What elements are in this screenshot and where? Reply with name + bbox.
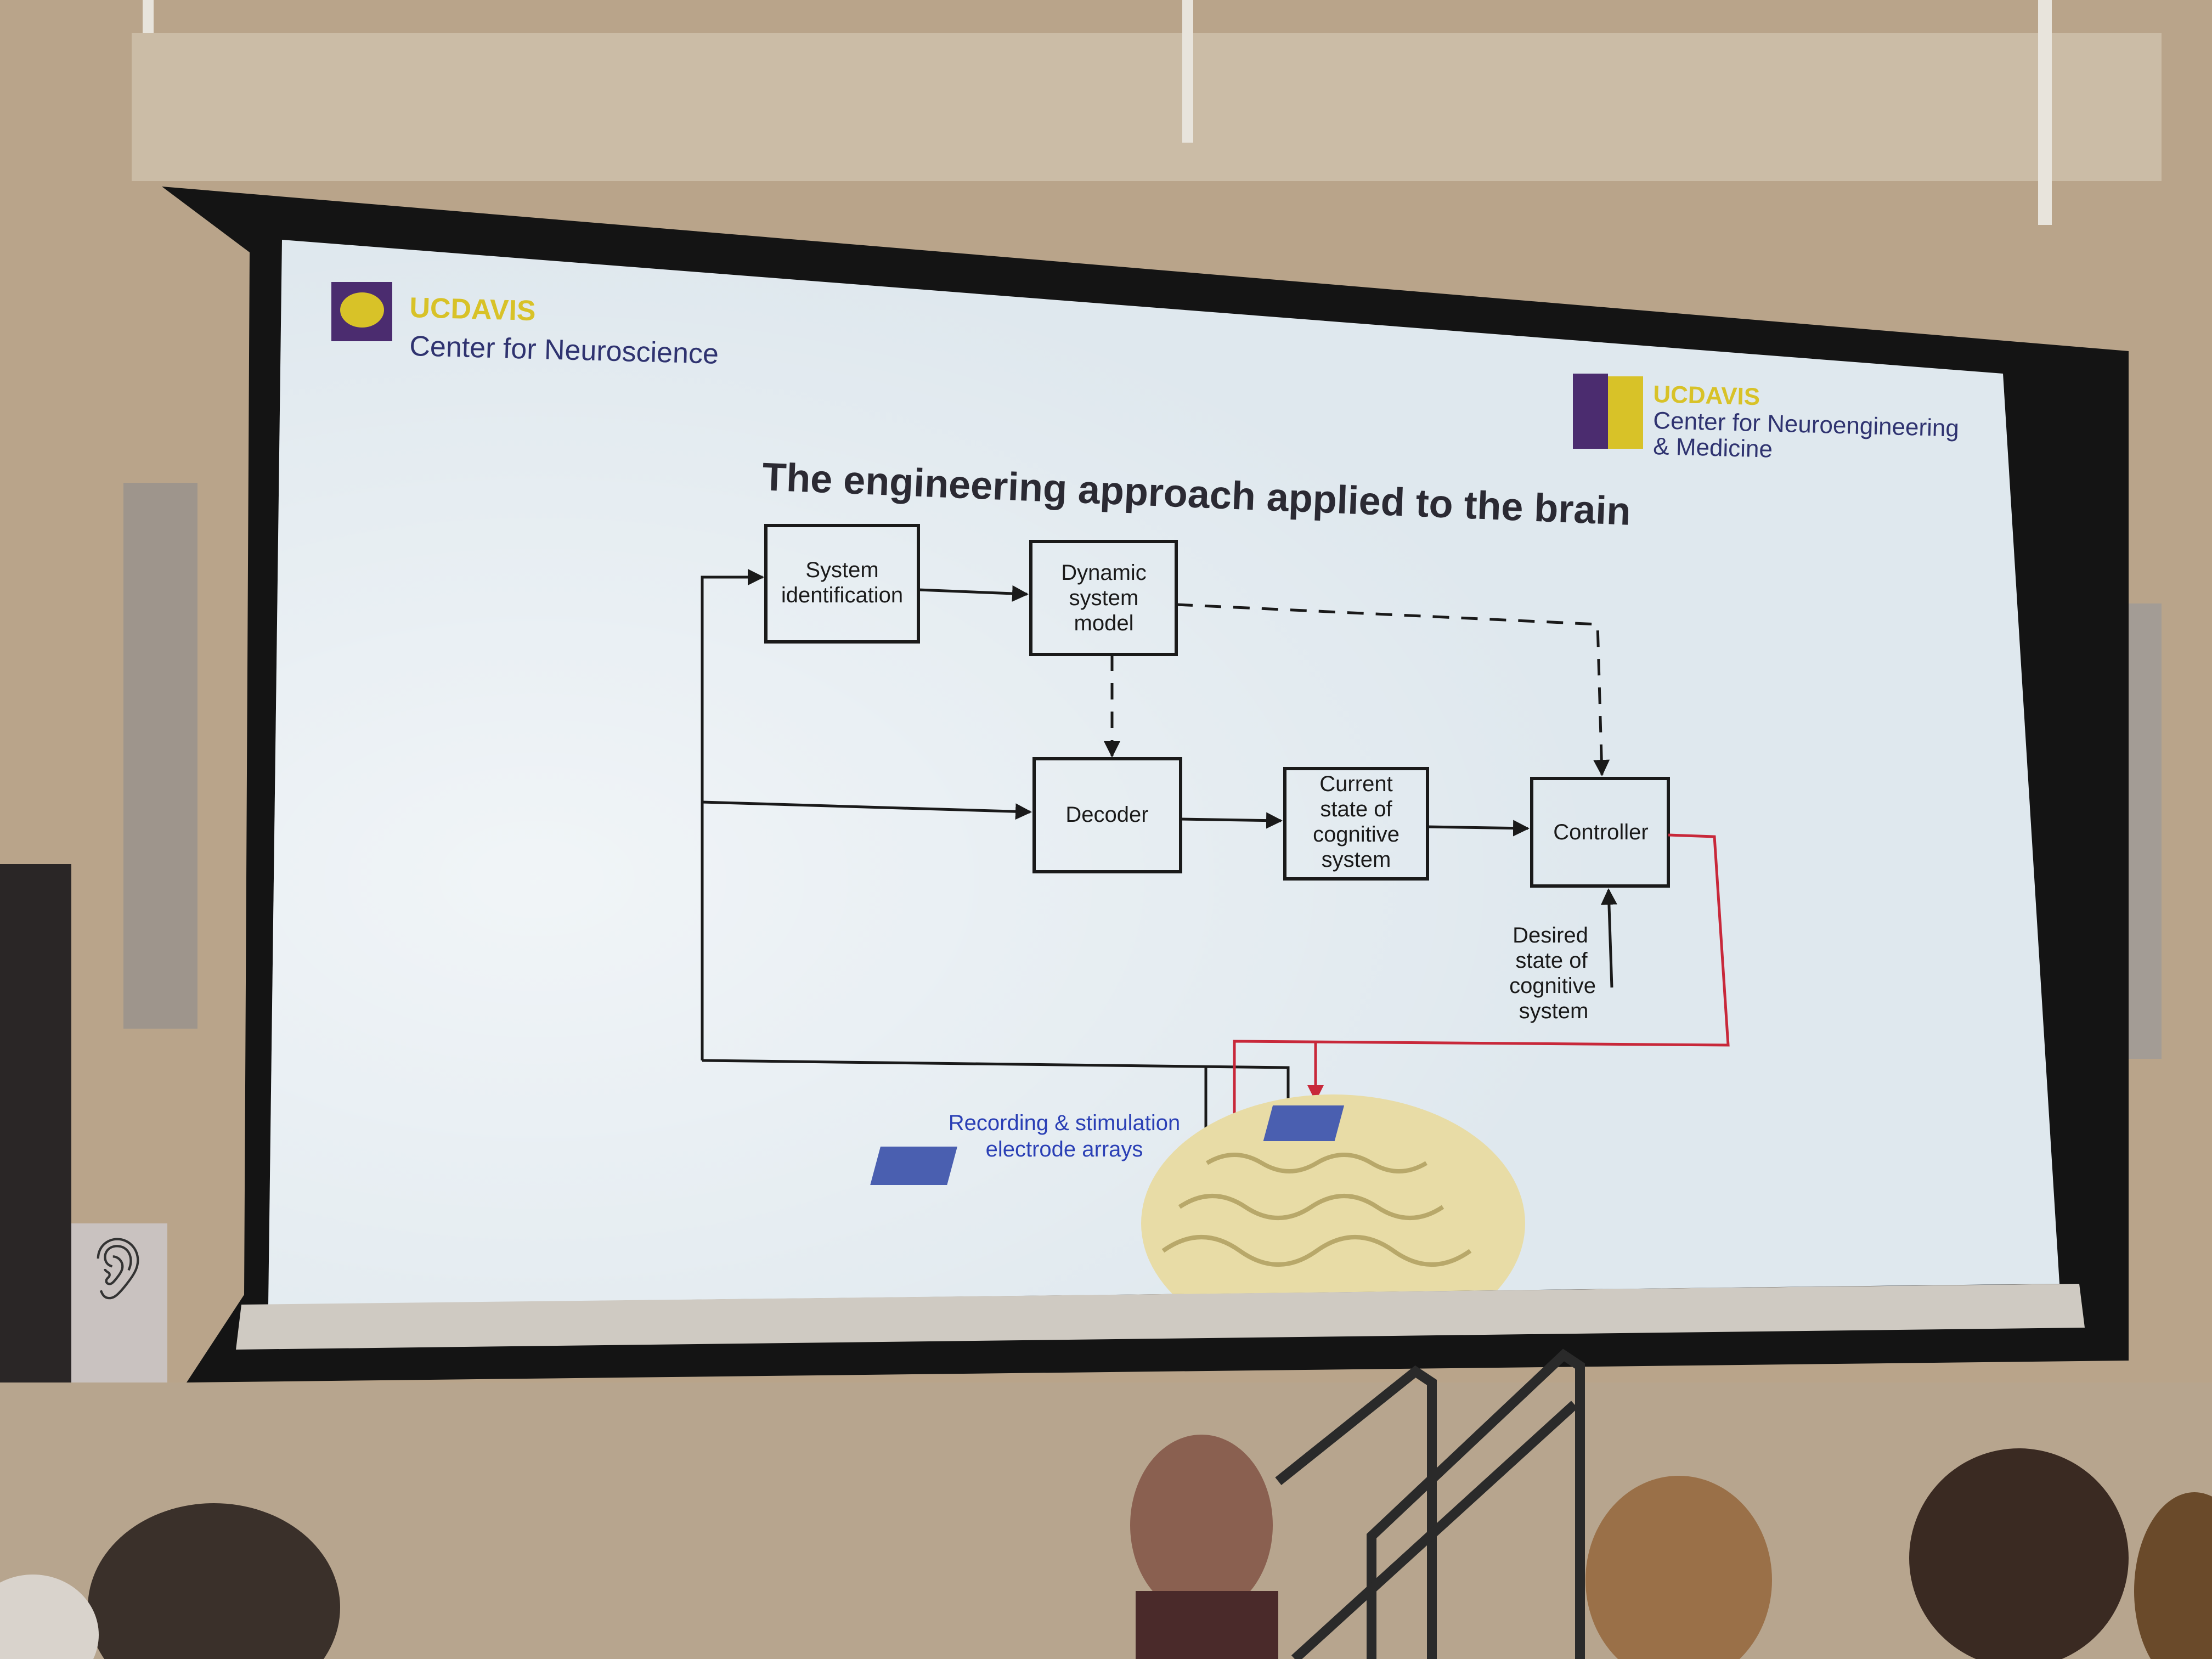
ucdavis-neuroscience-logo: UCDAVIS Center for Neuroscience — [331, 282, 719, 370]
brain-logo-icon — [1573, 374, 1608, 449]
screen-bottom-border — [236, 1284, 2085, 1350]
svg-text:System: System — [805, 558, 878, 582]
desired-state-label: Desired state of cognitive system — [1509, 923, 1596, 1023]
diagram-connections — [701, 569, 1730, 1149]
ear-icon: 👂︎ — [80, 1235, 156, 1302]
audience-head — [2134, 1492, 2212, 1659]
logo-right-uc: UCDAVIS — [1653, 381, 1760, 410]
ceiling-soffit — [132, 33, 2162, 181]
stair-railing — [1275, 1348, 1585, 1659]
svg-text:Desired: Desired — [1513, 923, 1588, 947]
svg-text:Recording & stimulation: Recording & stimulation — [949, 1111, 1180, 1135]
ucdavis-neuroengineering-logo: UCDAVIS Center for Neuroengineering & Me… — [1573, 374, 1960, 463]
wall-speaker-left — [123, 483, 198, 1029]
svg-text:Decoder: Decoder — [1065, 803, 1148, 827]
brain-illustration — [870, 1094, 1525, 1305]
block-dynamic-system-model: Dynamic system model — [1029, 540, 1178, 656]
ceiling-rod — [2038, 0, 2052, 225]
svg-text:cognitive: cognitive — [1509, 974, 1596, 998]
svg-text:cognitive: cognitive — [1313, 822, 1400, 847]
stage-wall — [0, 1383, 2212, 1659]
logo-right-name-2: & Medicine — [1653, 433, 1773, 463]
audience-head — [0, 1575, 99, 1659]
block-controller: Controller — [1530, 777, 1670, 888]
svg-text:Controller: Controller — [1553, 820, 1648, 844]
logo-left-uc: UCDAVIS — [409, 292, 537, 327]
audience-head — [1585, 1476, 1772, 1659]
svg-text:system: system — [1322, 848, 1391, 872]
block-current-state: Current state of cognitive system — [1283, 767, 1429, 881]
screen-glare — [268, 240, 2059, 1305]
svg-text:Current: Current — [1319, 772, 1392, 796]
audience-head — [88, 1503, 340, 1659]
audience — [0, 1435, 2212, 1659]
block-system-identification: System identification — [764, 524, 920, 644]
hearing-loop-sign — [71, 1223, 167, 1388]
electrode-label: Recording & stimulation electrode arrays — [949, 1111, 1180, 1161]
svg-text:Dynamic: Dynamic — [1061, 561, 1147, 585]
svg-text:identification: identification — [781, 583, 903, 607]
block-decoder: Decoder — [1032, 757, 1182, 873]
svg-text:system: system — [1069, 586, 1139, 610]
svg-text:electrode arrays: electrode arrays — [986, 1137, 1143, 1161]
svg-text:state of: state of — [1515, 949, 1588, 973]
svg-text:system: system — [1519, 999, 1589, 1023]
svg-text:state of: state of — [1320, 797, 1392, 821]
ceiling-rod — [143, 0, 154, 33]
electrode-array-1 — [870, 1147, 957, 1185]
audience-head — [1909, 1448, 2129, 1659]
audience-head — [1130, 1435, 1273, 1616]
svg-text:model: model — [1074, 611, 1134, 635]
ceiling-rod — [1182, 0, 1193, 143]
electrode-array-2 — [1263, 1105, 1345, 1141]
